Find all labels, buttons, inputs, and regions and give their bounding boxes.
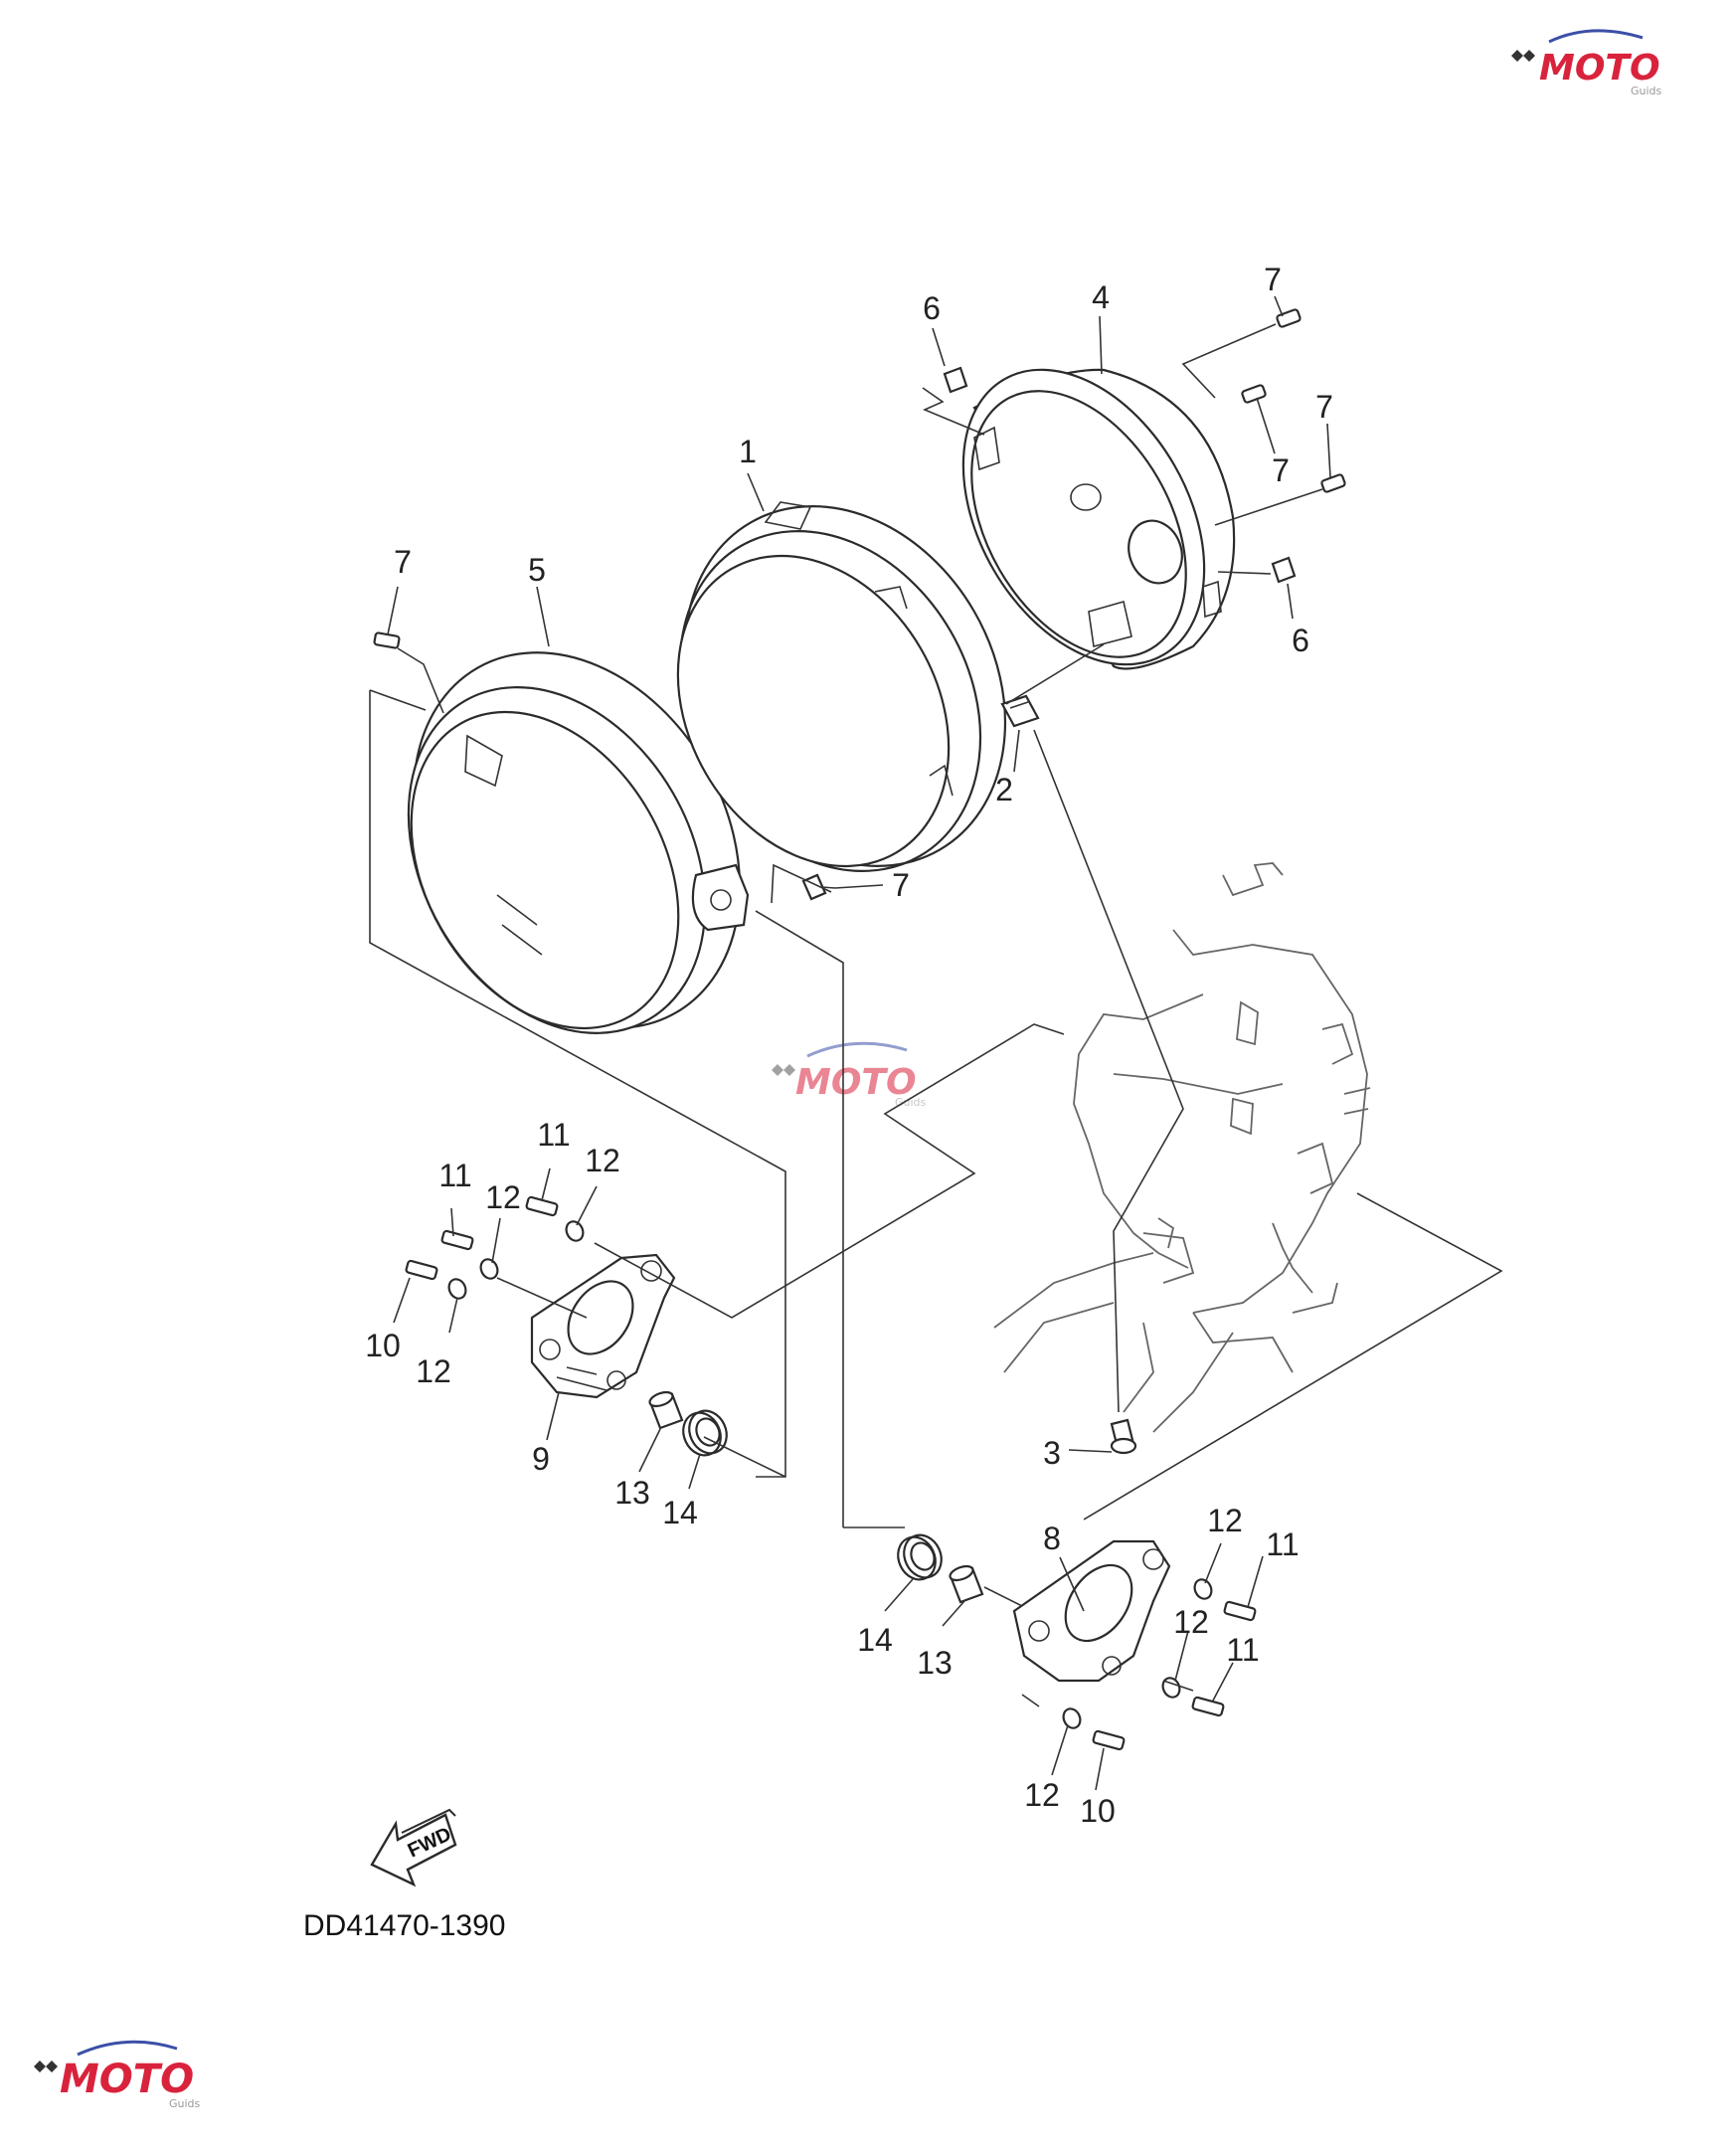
watermark-sub: Guids [895, 1096, 927, 1109]
callout-1: 1 [739, 434, 757, 469]
watermark-sub: Guids [169, 2097, 201, 2110]
callout-14a: 14 [662, 1495, 698, 1530]
callout-7e: 7 [892, 867, 910, 903]
callout-7d: 7 [394, 544, 412, 580]
watermark-sub: Guids [1631, 85, 1662, 97]
callout-7c: 7 [1315, 389, 1333, 425]
watermark-center: MOTO Guids [772, 1041, 927, 1109]
callout-14b: 14 [857, 1622, 893, 1658]
callout-12a: 12 [485, 1179, 521, 1215]
callout-13a: 13 [614, 1475, 650, 1511]
washer-part [447, 1278, 467, 1300]
watermark-brand: MOTO [1539, 48, 1660, 89]
collar-part [949, 1564, 984, 1604]
callout-12b: 12 [416, 1353, 451, 1389]
callout-7a: 7 [1264, 262, 1282, 297]
callout-12e: 12 [1173, 1604, 1209, 1640]
callout-8: 8 [1043, 1521, 1061, 1556]
watermark-bottom-left: MOTO Guids [34, 2040, 201, 2110]
callout-4: 4 [1092, 279, 1110, 315]
callout-7b: 7 [1272, 452, 1290, 488]
callout-13b: 13 [917, 1645, 953, 1681]
washer-part [565, 1220, 585, 1242]
callout-12f: 12 [1024, 1777, 1060, 1813]
callout-12d: 12 [1207, 1503, 1243, 1538]
assembly-lines [369, 323, 1503, 1707]
washer-part [1062, 1707, 1082, 1729]
washer-part [479, 1258, 499, 1280]
callout-10a: 10 [365, 1328, 401, 1363]
washer-part [1193, 1578, 1213, 1600]
callout-labels: 1 2 3 4 5 6 6 7 7 7 7 7 8 9 10 10 11 11 … [365, 262, 1333, 1829]
callout-11a: 11 [438, 1158, 471, 1193]
headlight-unit-part [676, 501, 1007, 872]
grommet-part [1000, 694, 1040, 728]
clip-nut-part [943, 366, 968, 394]
callout-6b: 6 [1292, 623, 1309, 658]
bolt-part [1110, 1418, 1137, 1455]
headlight-rim-part [407, 651, 750, 1034]
bolt-part [1191, 1696, 1225, 1717]
collar-part [648, 1390, 684, 1430]
bolt-part [1092, 1729, 1126, 1751]
callout-6a: 6 [923, 290, 941, 326]
right-mount-bracket-part [1012, 1539, 1171, 1683]
watermark-top-right: MOTO Guids [1511, 29, 1662, 97]
bolt-part [525, 1195, 559, 1217]
screw-part [373, 631, 401, 649]
diagram-code: DD41470-1390 [303, 1909, 505, 1942]
bolt-part [1223, 1600, 1257, 1622]
damper-part [682, 1409, 728, 1457]
callout-5: 5 [528, 552, 546, 588]
headlight-case-part [961, 368, 1236, 670]
callout-leaders [387, 295, 1331, 1791]
damper-part [897, 1533, 943, 1581]
callout-11c: 11 [1266, 1526, 1299, 1562]
callout-2: 2 [995, 772, 1013, 807]
screw-part [1320, 473, 1346, 493]
callout-9: 9 [532, 1441, 550, 1477]
callout-11d: 11 [1226, 1632, 1259, 1668]
callout-3: 3 [1043, 1435, 1061, 1471]
bolt-part [405, 1259, 438, 1281]
forward-direction-arrow: FWD [370, 1808, 457, 1887]
clip-nut-part [1271, 556, 1297, 584]
screw-part [1276, 308, 1302, 328]
watermark-brand: MOTO [60, 2057, 194, 2102]
watermark-brand: MOTO [795, 1062, 917, 1103]
washer-part [1161, 1677, 1181, 1699]
bolt-part [440, 1229, 474, 1251]
left-mount-bracket-part [530, 1253, 676, 1399]
callout-10b: 10 [1080, 1793, 1116, 1829]
callout-11b: 11 [537, 1117, 570, 1153]
callout-12c: 12 [585, 1143, 620, 1178]
screw-part [1241, 384, 1267, 404]
headlight-bracket-frame [993, 862, 1371, 1433]
